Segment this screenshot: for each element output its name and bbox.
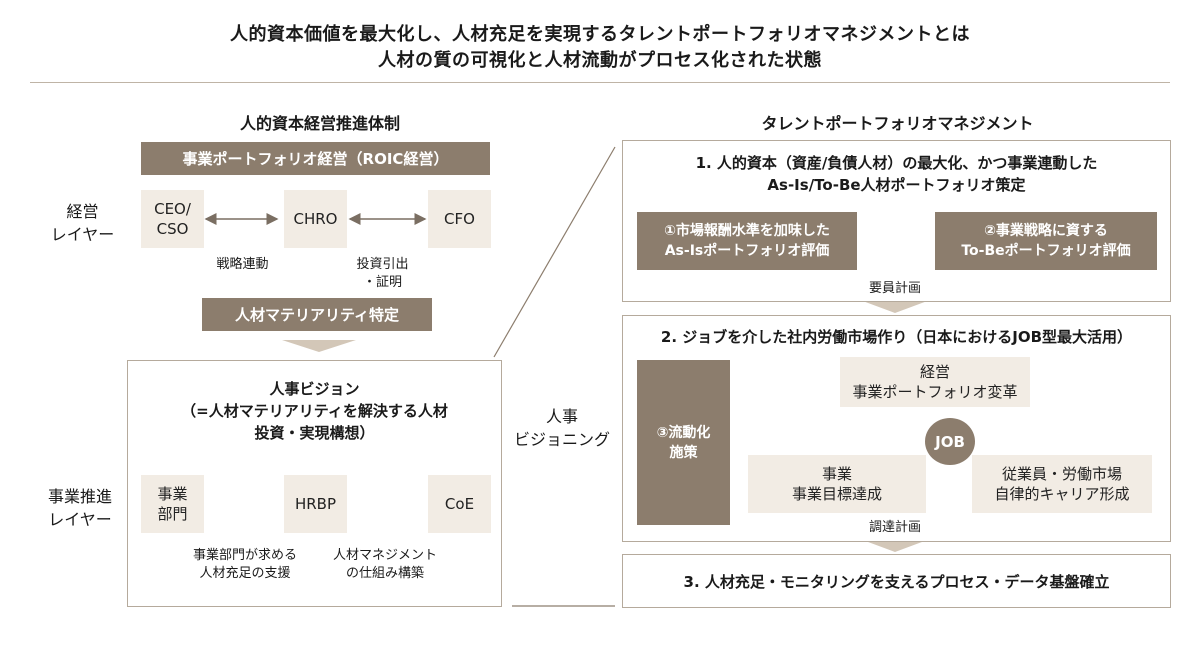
chevron-left <box>282 340 356 352</box>
left-heading: 人的資本経営推進体制 <box>239 114 400 133</box>
employee-box: 従業員・労働市場 自律的キャリア形成 <box>972 455 1152 513</box>
chevron-step2 <box>860 539 930 552</box>
layer-label-business: 事業推進 レイヤー <box>47 487 112 529</box>
step2-title: 2. ジョブを介した社内労働市場作り（日本におけるJOB型最大活用） <box>660 328 1133 346</box>
node-coe: CoE <box>428 475 491 533</box>
layer-label-management: 経営 レイヤー <box>50 202 115 244</box>
node-business-dept: 事業 部門 <box>141 475 204 533</box>
label-procurement-plan: 調達計画 <box>868 520 921 535</box>
label-hr-visioning: 人事 ビジョニング <box>513 407 610 449</box>
business-box: 事業 事業目標達成 <box>748 455 926 513</box>
step3-title: 3. 人材充足・モニタリングを支えるプロセス・データ基盤確立 <box>683 572 1110 591</box>
step3-panel: 3. 人材充足・モニタリングを支えるプロセス・データ基盤確立 <box>622 554 1171 608</box>
label-strategy-link: 戦略連動 <box>216 257 269 272</box>
title-divider <box>30 82 1170 83</box>
materiality-banner: 人材マテリアリティ特定 <box>202 298 432 331</box>
diagonal-link <box>493 146 616 358</box>
job-circle: JOB <box>925 418 975 465</box>
portfolio-banner: 事業ポートフォリオ経営（ROIC経営） <box>141 142 490 175</box>
label-staffing-plan: 要員計画 <box>868 281 921 296</box>
asis-box: ①市場報酬水準を加味した As-Isポートフォリオ評価 <box>637 212 857 270</box>
mgmt-box: 経営 事業ポートフォリオ変革 <box>840 357 1030 407</box>
right-heading: タレントポートフォリオマネジメント <box>761 114 1034 133</box>
label-investment: 投資引出 ・証明 <box>356 257 409 290</box>
step1-title: 1. 人的資本（資産/負債人材）の最大化、かつ事業連動した As-Is/To-B… <box>695 154 1098 194</box>
node-cfo: CFO <box>428 190 491 248</box>
mobility-box: ③流動化 施策 <box>637 360 730 525</box>
node-hrbp: HRBP <box>284 475 347 533</box>
chevron-step1 <box>860 300 930 313</box>
main-title-line2: 人材の質の可視化と人材流動がプロセス化された状態 <box>378 50 822 71</box>
main-title-line1: 人的資本価値を最大化し、人材充足を実現するタレントポートフォリオマネジメントとは <box>230 24 970 45</box>
hr-vision-title: 人事ビジョン （=人材マテリアリティを解決する人材 投資・実現構想） <box>181 380 448 442</box>
node-chro: CHRO <box>284 190 347 248</box>
tobe-box: ②事業戦略に資する To-Beポートフォリオ評価 <box>935 212 1157 270</box>
label-support: 事業部門が求める 人材充足の支援 <box>192 548 297 581</box>
node-ceo-cso: CEO/ CSO <box>141 190 204 248</box>
label-mechanism: 人材マネジメント の仕組み構築 <box>332 548 437 581</box>
